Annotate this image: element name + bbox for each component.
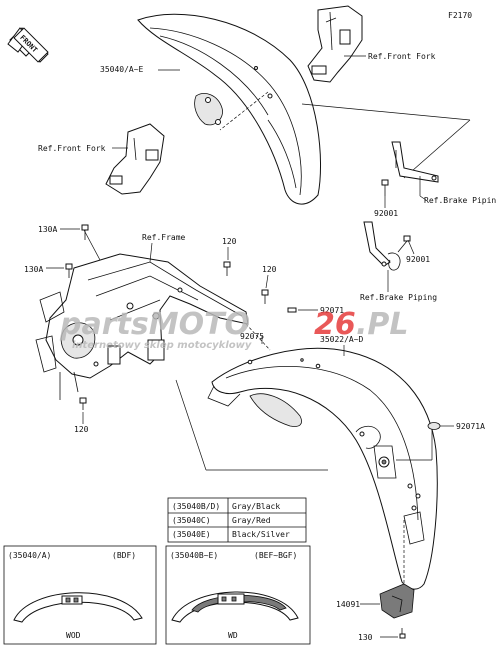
callout-92001-b: 92001	[406, 255, 430, 264]
clip-92071	[287, 307, 297, 313]
variant-part: (35040B~E)	[170, 551, 218, 560]
variant-panel-wod: (35040/A) (BDF) WOD	[3, 545, 157, 645]
watermark-brand-tld: .PL	[356, 307, 409, 342]
callout-92001-a: 92001	[374, 209, 398, 218]
callout-92075: 92075	[240, 332, 264, 341]
bolt-120-b	[261, 289, 269, 304]
variant-part: (35040/A)	[8, 551, 51, 560]
variant-spec: (BDF)	[112, 551, 136, 560]
front-fork-right-bracket	[307, 5, 363, 83]
callout-ref-front-fork-right: Ref.Front Fork	[368, 52, 436, 61]
callout-130: 130	[358, 633, 373, 642]
callout-ref-front-fork-left: Ref.Front Fork	[38, 144, 106, 153]
callout-120-a: 120	[222, 237, 237, 246]
color-row-color: Gray/Red	[232, 516, 271, 525]
color-table: (35040B/D) Gray/Black (35040C) Gray/Red …	[167, 497, 307, 543]
callout-92071a: 92071A	[456, 422, 485, 431]
callout-fender-upper: 35040/A~E	[100, 65, 144, 74]
front-fork-left-bracket	[105, 123, 165, 195]
bolt-120-c	[79, 397, 87, 410]
callout-fender-rear: 35022/A~D	[320, 335, 364, 344]
callout-120-b: 120	[262, 265, 277, 274]
front-direction-icon: FRONT	[7, 27, 49, 63]
bolt-130a-upper	[81, 224, 89, 240]
variant-caption: WD	[228, 631, 238, 640]
guard-14091	[379, 583, 415, 619]
figure-code: F2170	[448, 11, 472, 20]
front-fender-upper	[137, 13, 322, 205]
brake-clamp-upper	[391, 141, 439, 183]
watermark-tagline: internetowy sklep motocyklowy	[72, 340, 252, 351]
bolt-92001-b	[397, 235, 411, 253]
variant-spec: (BEF~BGF)	[254, 551, 297, 560]
callout-ref-frame: Ref.Frame	[142, 233, 186, 242]
color-row-code: (35040B/D)	[172, 502, 220, 511]
callout-ref-brake-piping-a: Ref.Brake Piping	[424, 196, 496, 205]
callout-120-c: 120	[74, 425, 89, 434]
bolt-130a-lower	[65, 263, 73, 278]
brake-clamp-lower	[363, 221, 401, 271]
callout-92071: 92071	[320, 306, 344, 315]
color-row-color: Black/Silver	[232, 530, 290, 539]
variant-panel-wd: (35040B~E) (BEF~BGF) WD	[165, 545, 311, 645]
bolt-130	[399, 628, 406, 639]
variant-caption: WOD	[66, 631, 81, 640]
callout-ref-brake-piping-b: Ref.Brake Piping	[360, 293, 437, 302]
color-row-code: (35040C)	[172, 516, 211, 525]
clip-92071a	[427, 422, 441, 430]
bolt-92001-a	[381, 179, 389, 196]
callout-130a-1: 130A	[38, 225, 57, 234]
watermark-brand-left: partsMOTO	[59, 307, 250, 342]
callout-14091: 14091	[336, 600, 360, 609]
color-row-color: Gray/Black	[232, 502, 280, 511]
frame-assembly	[35, 253, 249, 400]
color-row-code: (35040E)	[172, 530, 211, 539]
front-fender-lower	[207, 347, 438, 590]
callout-130a-2: 130A	[24, 265, 43, 274]
watermark-brand-number: 26	[314, 307, 356, 342]
bolt-120-a	[223, 261, 231, 276]
watermark-logo: partsMOTO 26 .PL internetowy sklep motoc…	[59, 307, 409, 351]
